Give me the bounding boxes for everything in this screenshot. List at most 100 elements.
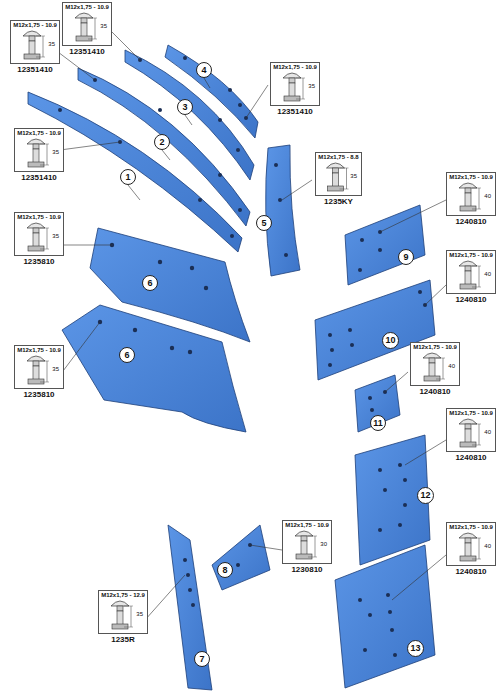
bolt-spec: M12x1,75 - 10.9 [449,410,493,417]
callout-number: 12 [417,487,434,504]
bolt-frame: M12x1,75 - 12.935 [98,590,148,634]
bolt-spec: M12x1,75 - 8.8 [318,154,358,161]
bolt-length: 35 [52,366,59,372]
bolt-length: 40 [448,363,455,369]
part-code: 12351410 [20,173,58,182]
callout-number: 9 [398,249,414,265]
bolt-symbol [447,417,497,453]
bolt-symbol [316,161,363,197]
bolt-spec: M12x1,75 - 10.9 [17,347,61,354]
callout-text: 1 [125,173,130,182]
part-code: 1240810 [418,387,451,396]
part-code: 1235810 [22,390,55,399]
bolt-spec: M12x1,75 - 10.9 [17,214,61,221]
callout-number: 8 [217,562,233,578]
part-code: 1235KY [323,197,354,206]
bolt-symbol [411,351,461,387]
bolt-callout-box: M12x1,75 - 10.9 35 12351410 [270,62,320,116]
callout-number: 11 [370,415,386,431]
bolt-spec: M12x1,75 - 10.9 [273,64,317,71]
bolt-callout-box: M12x1,75 - 10.9 35 1235810 [14,212,64,266]
bolt-symbol [447,259,497,295]
bolt-frame: M12x1,75 - 10.9 35 [14,345,64,389]
bolt-length: 35 [52,233,59,239]
callout-number: 13 [407,640,424,657]
part-code: 12351410 [276,107,314,116]
bolt-symbol [447,531,497,567]
part-code: 1240810 [454,567,487,576]
plough-parts [28,45,435,690]
bolt-spec: M12x1,75 - 10.9 [449,252,493,259]
part-code: 12351410 [68,47,106,56]
part-code: 12351410 [16,65,54,74]
callout-text: 9 [403,253,408,262]
leader-lines [58,30,446,620]
bolt-callout-box: M12x1,75 - 10.9 35 12351410 [62,2,112,56]
bolt-spec: M12x1,75 - 10.9 [13,22,57,29]
bolt-length: 40 [484,193,491,199]
bolt-frame: M12x1,75 - 10.9 40 [410,342,460,386]
bolt-frame: M12x1,75 - 10.9 40 [446,408,496,452]
part-code: 1235R [110,635,136,644]
bolt-spec: M12x1,75 - 10.9 [285,522,329,529]
bolt-spec: M12x1,75 - 10.9 [449,174,493,181]
bolt-spec: M12x1,75 - 10.9 [65,4,109,11]
callout-number: 10 [382,332,399,349]
bolt-length: 35 [52,149,59,155]
callout-text: 5 [261,219,266,228]
callout-number: 6 [119,347,135,363]
callout-text: 4 [201,66,206,75]
bolt-symbol [15,137,65,173]
bolt-length: 35 [100,23,107,29]
bolt-symbol [15,354,65,390]
bolt-spec: M12x1,75 - 10.9 [17,130,61,137]
callout-number: 5 [256,215,272,231]
callout-number: 6 [142,275,158,291]
callout-text: 13 [410,644,420,653]
bolt-frame: M12x1,75 - 10.9 35 [62,2,112,46]
bolt-callout-box: M12x1,75 - 10.9 35 1235810 [14,345,64,399]
callout-text: 8 [222,566,227,575]
part-code: 1240810 [454,453,487,462]
part-code: 1230810 [290,565,323,574]
bolt-symbol [99,599,149,635]
bolt-callout-box: M12x1,75 - 8.8351235KY [315,152,362,206]
bolt-frame: M12x1,75 - 8.835 [315,152,362,196]
bolt-frame: M12x1,75 - 10.9 30 [282,520,332,564]
bolt-frame: M12x1,75 - 10.935 [10,20,60,64]
bolt-length: 30 [320,541,327,547]
callout-text: 11 [373,419,383,428]
bolt-length: 40 [484,429,491,435]
bolt-callout-box: M12x1,75 - 10.9401240810 [446,250,496,304]
bolt-symbol [283,529,333,565]
callout-text: 2 [159,138,164,147]
bolt-callout-box: M12x1,75 - 10.9 40 1240810 [446,408,496,462]
bolt-frame: M12x1,75 - 10.9 40 [446,172,496,216]
callout-number: 1 [120,169,136,185]
bolt-symbol [15,221,65,257]
bolt-holes [58,56,427,657]
bolt-frame: M12x1,75 - 10.9 40 [446,250,496,294]
bolt-callout-box: M12x1,75 - 10.9 35 12351410 [14,128,64,182]
bolt-callout-box: M12x1,75 - 10.9401240810 [446,522,496,576]
bolt-callout-box: M12x1,75 - 10.9 30 1230810 [282,520,332,574]
bolt-frame: M12x1,75 - 10.9 35 [270,62,320,106]
callout-text: 12 [420,491,430,500]
callout-text: 7 [199,655,204,664]
callout-number: 4 [196,62,212,78]
part-code: 1235810 [22,257,55,266]
bolt-length: 35 [308,83,315,89]
bolt-symbol [63,11,113,47]
bolt-callout-box: M12x1,75 - 10.93512351410 [10,20,60,74]
bolt-spec: M12x1,75 - 12.9 [101,592,145,599]
callout-number: 3 [177,99,193,115]
bolt-spec: M12x1,75 - 10.9 [449,524,493,531]
callout-text: 3 [182,103,187,112]
bolt-frame: M12x1,75 - 10.9 35 [14,128,64,172]
part-code: 1240810 [454,217,487,226]
bolt-length: 40 [484,271,491,277]
bolt-callout-box: M12x1,75 - 12.9351235R [98,590,148,644]
callout-number: 2 [154,134,170,150]
bolt-spec: M12x1,75 - 10.9 [413,344,457,351]
